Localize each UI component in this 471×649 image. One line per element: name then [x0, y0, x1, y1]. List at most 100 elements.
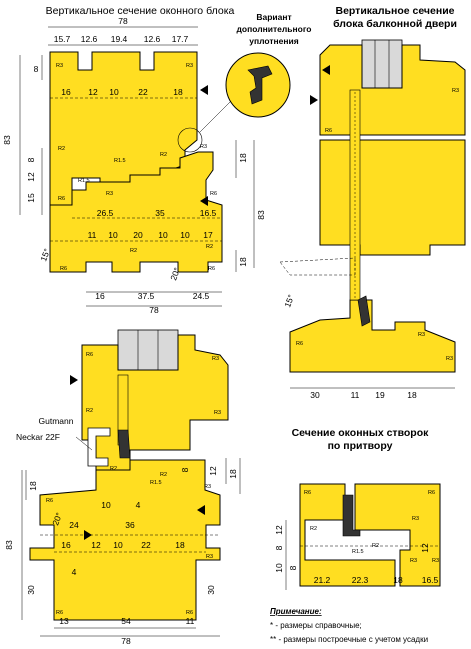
dim-10a: 10 [108, 230, 118, 240]
door-angle-15: 15° [282, 293, 296, 309]
radius-label: R3 [186, 63, 193, 69]
dim-12: 12 [208, 466, 218, 476]
row3-dims: 11 10 20 10 10 17 [88, 230, 213, 240]
dim-35: 35 [155, 208, 165, 218]
radius-label: R2 [58, 146, 65, 152]
dim-15-7: 15.7 [54, 34, 71, 44]
row1-dims: 16 12 10 22 18 [61, 87, 183, 97]
neckar-label: Neckar 22F [16, 432, 60, 442]
dim-8b: 8 [288, 565, 298, 570]
dim-18: 18 [407, 390, 417, 400]
dim-19-4: 19.4 [111, 34, 128, 44]
detail-circle [177, 127, 203, 153]
dim-30-right: 30 [206, 585, 216, 595]
window-frame-profile [49, 151, 223, 273]
radius-label: R3 [212, 356, 219, 362]
radius-label: R6 [304, 490, 311, 496]
radius-label: R3 [410, 558, 417, 564]
dim-12-right: 12 [420, 543, 430, 553]
right-dim-83: 83 [256, 210, 266, 220]
right-dim-18: 18 [238, 153, 248, 163]
dim-bottom-16: 16 [95, 291, 105, 301]
dim-bottom-78: 78 [149, 305, 159, 315]
door-mid-profile [319, 139, 466, 256]
sashes-radius-labels: R2 R1.5 R2 R3 R6 R6 R3 R3 [304, 490, 439, 564]
radius-label: R3 [206, 554, 213, 560]
radius-label: R3 [412, 516, 419, 522]
arrow-left-icon [322, 65, 330, 75]
dim-54: 54 [121, 616, 131, 626]
sashes-seal [342, 494, 361, 537]
radius-label: R2 [160, 472, 167, 478]
dim-30: 30 [310, 390, 320, 400]
radius-label: R1.5 [352, 549, 364, 555]
dim-16: 16 [61, 87, 71, 97]
radius-label: R2 [160, 152, 167, 158]
dim-8: 8 [180, 467, 190, 472]
variant-seal [247, 65, 273, 105]
radius-label: R6 [46, 498, 53, 504]
sashes-section-title-line2: по притвору [328, 440, 393, 452]
dim-20: 20 [133, 230, 143, 240]
radius-label: R6 [428, 490, 435, 496]
door-radius-labels: R6 R3 R6 R3 R3 [296, 88, 459, 362]
row2-dims: 26.5 35 16.5 [97, 208, 217, 218]
variant-label-line3: уплотнения [249, 36, 299, 46]
radius-label: R2 [206, 244, 213, 250]
radius-label: R2 [130, 248, 137, 254]
arrow-left-icon [200, 196, 208, 206]
dim-18: 18 [393, 575, 403, 585]
radius-label: R6 [56, 610, 63, 616]
window-glass [117, 329, 179, 371]
dim-10c: 10 [180, 230, 190, 240]
dim-16: 16 [61, 540, 71, 550]
dim-22: 22 [141, 540, 151, 550]
window2-seal [117, 429, 131, 459]
radius-label: R2 [110, 466, 117, 472]
radius-label: R3 [446, 356, 453, 362]
radius-label: R6 [60, 266, 67, 272]
dim-12: 12 [274, 525, 284, 535]
radius-label: R6 [186, 610, 193, 616]
dim-12-6b: 12.6 [144, 34, 161, 44]
dim-30-left: 30 [26, 585, 36, 595]
top-dims: 15.7 12.6 19.4 12.6 17.7 [54, 34, 189, 44]
radius-label: R3 [432, 558, 439, 564]
right-dim-18b: 18 [238, 257, 248, 267]
arrow-right-icon [70, 375, 78, 385]
radius-label: R6 [210, 191, 217, 197]
door-seal [357, 295, 371, 327]
left-dim-12: 12 [26, 172, 36, 182]
dim-overall-78: 78 [118, 16, 128, 26]
neckar-leader [75, 436, 93, 451]
door-section-title-line1: Вертикальное сечение [335, 5, 454, 17]
dim-10: 10 [101, 500, 111, 510]
dim-18: 18 [175, 540, 185, 550]
dim-10: 10 [109, 87, 119, 97]
radius-label: R6 [208, 266, 215, 272]
radius-label: R3 [56, 63, 63, 69]
dim-18: 18 [228, 469, 238, 479]
dim-78: 78 [121, 636, 131, 646]
radius-label: R3 [452, 88, 459, 94]
door-bottom-profile [289, 299, 456, 373]
dim-12-6: 12.6 [81, 34, 98, 44]
notes-heading: Примечание: [270, 607, 322, 616]
angle-20: 20° [168, 266, 182, 282]
dim-26-5: 26.5 [97, 208, 114, 218]
radius-label: R3 [200, 144, 207, 150]
radius-label: R3 [214, 410, 221, 416]
radius-label: R2 [86, 408, 93, 414]
sashes-bottom-dims: 21.2 22.3 18 16.5 [314, 575, 439, 585]
door-section-title-line2: блока балконной двери [333, 18, 457, 30]
door-glass [361, 39, 403, 89]
dim-16-5: 16.5 [200, 208, 217, 218]
radius-label: R2 [310, 526, 317, 532]
notes-line1: * - размеры справочные; [270, 621, 362, 630]
radius-label: R6 [325, 128, 332, 134]
dim-83: 83 [4, 540, 14, 550]
left-dim-83: 83 [2, 135, 12, 145]
dim-22-3: 22.3 [352, 575, 369, 585]
window-section-title: Вертикальное сечение оконного блока [46, 5, 235, 17]
radius-label: R3 [106, 191, 113, 197]
